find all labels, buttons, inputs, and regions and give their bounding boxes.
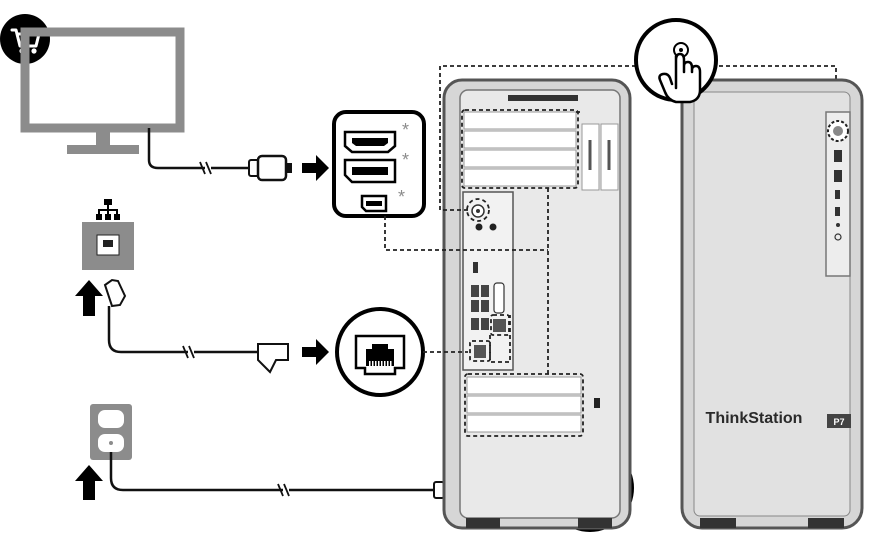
asterisk-mini-displayport: *	[398, 187, 405, 207]
ethernet-cable	[103, 278, 289, 374]
expansion-slots-top	[463, 111, 577, 187]
arrow-video	[302, 155, 329, 181]
model-badge: P7	[833, 417, 844, 427]
displayport-port-icon	[343, 158, 397, 184]
brand-name: ThinkStation	[706, 410, 803, 427]
network-wall-jack	[82, 199, 134, 270]
ethernet-port-callout	[335, 307, 425, 397]
tower-rear	[442, 78, 632, 530]
video-cable	[147, 128, 292, 182]
power-button-callout	[634, 18, 718, 104]
tower-front: ThinkStation P7	[680, 78, 864, 530]
asterisk-displayport: *	[402, 150, 409, 170]
arrow-ethernet	[302, 339, 329, 365]
monitor	[20, 27, 185, 154]
power-cable	[109, 452, 482, 505]
mini-displayport-icon	[360, 194, 388, 213]
network-icon	[96, 199, 120, 220]
hdmi-port-icon	[343, 130, 397, 154]
arrow-up-network	[75, 280, 103, 316]
asterisk-hdmi: *	[402, 120, 409, 140]
finger-press-icon	[658, 52, 702, 104]
video-ports-callout: * * *	[332, 110, 426, 218]
power-wall-outlet	[90, 404, 132, 460]
arrow-up-power	[75, 465, 103, 500]
expansion-slots-bottom	[466, 376, 582, 433]
